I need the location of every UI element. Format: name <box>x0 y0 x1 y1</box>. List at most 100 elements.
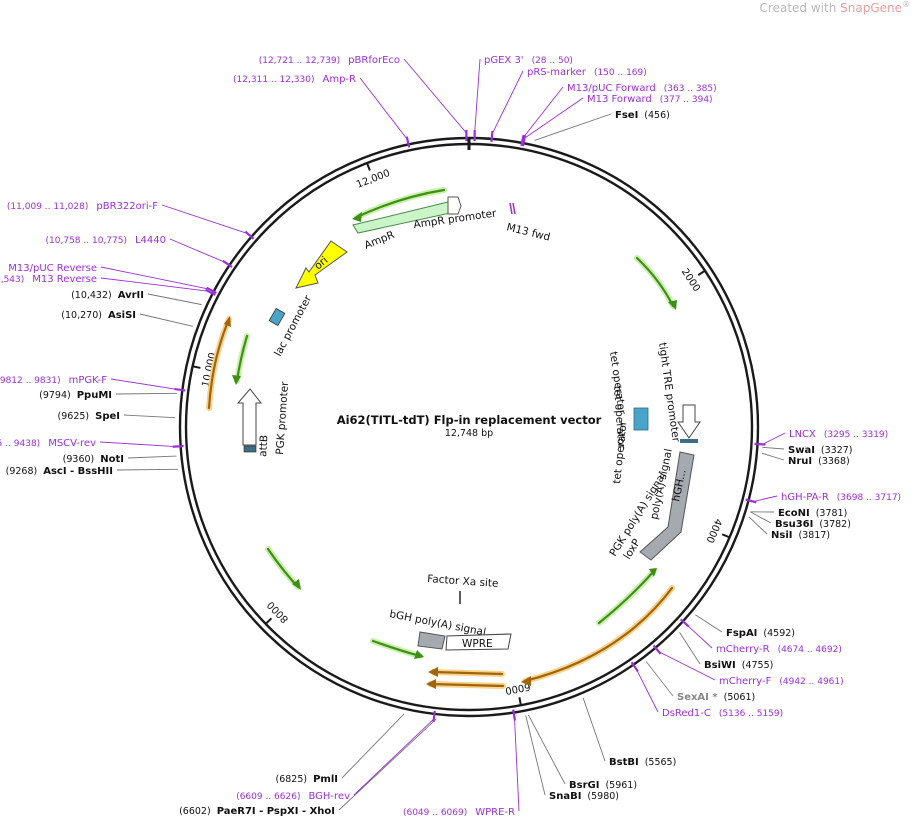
site-label[interactable]: SnaBI(5980) <box>549 791 619 802</box>
site-label[interactable]: FspAI(4592) <box>726 628 795 639</box>
primer-pos: (4942 .. 4961) <box>779 677 843 687</box>
primer-mark <box>679 618 690 628</box>
lac-promoter-feature[interactable] <box>268 307 286 327</box>
watermark-brand: SnapGene <box>840 1 902 15</box>
attb-feature[interactable] <box>243 445 257 453</box>
ori-feature[interactable] <box>295 240 348 289</box>
site-label[interactable]: (9268)AscI - BssHII <box>6 466 113 477</box>
m13-fwd-mark-1 <box>509 202 513 215</box>
primer-label[interactable]: hGH-PA-R(3698 .. 3717) <box>781 492 901 503</box>
primer-leader <box>522 86 564 139</box>
tight-tre-label: tight TRE promoter <box>656 342 682 444</box>
primer-label[interactable]: mCherry-F(4942 .. 4961) <box>719 676 844 687</box>
tet-operator-feature[interactable] <box>633 407 649 431</box>
site-label[interactable]: (10,432)AvrII <box>71 290 144 301</box>
site-pos: (5565) <box>645 757 677 768</box>
site-label[interactable]: (9625)SpeI <box>58 411 120 422</box>
primer-leader <box>161 204 248 234</box>
primer-mark <box>520 134 525 147</box>
site-pos: (4592) <box>763 628 795 639</box>
site-leader <box>582 697 606 762</box>
primer-pos: (3698 .. 3717) <box>837 493 901 503</box>
tre-cap-feature <box>680 439 698 443</box>
site-label[interactable]: FseI (456) <box>615 110 670 121</box>
primer-mark <box>754 442 766 446</box>
site-name: AsiSI <box>108 310 136 321</box>
primer-label[interactable]: DsRed1-C(5136 .. 5159) <box>662 708 783 719</box>
site-pos: (456) <box>644 110 670 121</box>
site-leader <box>762 446 785 450</box>
site-label[interactable]: (6602)PaeR7I - PspXI - XhoI <box>179 806 335 817</box>
site-label[interactable]: (6825)PmlI <box>276 774 339 785</box>
primer-label[interactable]: (9812 .. 9831)mPGK-F <box>0 375 107 386</box>
wpre-feature[interactable] <box>445 633 512 651</box>
tight-tre-promoter-feature[interactable] <box>677 404 701 439</box>
primer-name: mPGK-F <box>69 375 108 386</box>
pgk-promoter-feature[interactable] <box>236 388 263 446</box>
primer-name: M13 Forward <box>587 94 652 105</box>
site-name: FseI <box>615 110 638 121</box>
site-label[interactable]: BsrGI (5961) <box>569 780 637 791</box>
site-label[interactable]: (10,270)AsiSI <box>61 310 136 321</box>
site-label[interactable]: SexAI *(5061) <box>677 692 755 703</box>
primer-leader <box>753 495 778 502</box>
ampr-promoter-feature[interactable] <box>447 196 462 215</box>
site-name: SexAI * <box>677 692 718 703</box>
primer-label[interactable]: (6049 .. 6069)WPRE-R <box>403 807 515 818</box>
site-label[interactable]: SwaI(3327) <box>788 445 853 456</box>
site-label[interactable]: NruI(3368) <box>788 456 850 467</box>
bgh-polya-feature[interactable] <box>417 631 446 650</box>
primer-pos: (9415 .. 9438) <box>0 439 40 449</box>
primer-label[interactable]: pRS-marker(150 .. 169) <box>527 67 647 78</box>
orf-arrows <box>206 187 676 689</box>
primer-label[interactable]: M13 Forward(377 .. 394) <box>587 94 713 105</box>
primer-label[interactable]: M13/pUC Forward(363 .. 385) <box>567 83 717 94</box>
primer-label[interactable]: LNCX (3295 .. 3319) <box>789 429 888 440</box>
primer-name: BGH-rev <box>308 791 350 802</box>
site-name: BsrGI <box>569 780 599 791</box>
site-label[interactable]: EcoNI(3781) <box>778 508 847 519</box>
primer-name: pRS-marker <box>527 67 587 78</box>
primer-label[interactable]: pGEX 3'(28 .. 50) <box>484 55 573 66</box>
primer-label[interactable]: (9415 .. 9438)MSCV-rev <box>0 438 96 449</box>
primer-name: pGEX 3' <box>484 55 524 66</box>
primer-mark <box>630 661 639 672</box>
site-leader <box>679 632 701 665</box>
watermark-prefix: Created with <box>759 1 841 15</box>
site-label[interactable]: Bsu36I(3782) <box>775 519 851 530</box>
tet-operator-label-2: tet operator <box>611 385 627 450</box>
site-pos: (5961) <box>605 780 637 791</box>
hgh-feature[interactable] <box>639 451 695 561</box>
primer-leader <box>686 624 713 649</box>
site-leader <box>341 713 405 779</box>
primer-label[interactable]: (10,758 .. 10,775)L4440 <box>46 235 166 246</box>
site-pos: (9625) <box>58 411 90 422</box>
primer-leader <box>353 718 435 796</box>
site-pos: (10,432) <box>71 290 112 301</box>
primer-pos: (10,758 .. 10,775) <box>46 236 127 246</box>
primer-label[interactable]: (10,527 .. 10,543)M13 Reverse <box>0 274 97 285</box>
site-label[interactable]: BstBI(5565) <box>609 757 676 768</box>
primer-name: pBR322ori-F <box>96 201 158 212</box>
site-label[interactable]: (9794)PpuMI <box>39 390 112 401</box>
primer-label[interactable]: (12,311 .. 12,330)Amp-R <box>233 74 356 85</box>
tick-label: 12,000 <box>355 168 392 191</box>
site-name: NotI <box>100 454 124 465</box>
primer-pos: (4674 .. 4692) <box>778 645 842 655</box>
primer-label[interactable]: (10,540 .. 10,562)M13/pUC Reverse <box>0 263 97 274</box>
site-pos: (3782) <box>819 519 851 530</box>
site-label[interactable]: NsiI(3817) <box>771 530 830 541</box>
primer-name: LNCX <box>789 429 816 440</box>
site-leader <box>761 452 785 461</box>
site-label[interactable]: BsiWI(4755) <box>704 660 773 671</box>
primer-pos: (11,009 .. 11,028) <box>7 202 88 212</box>
primer-name: DsRed1-C <box>662 708 711 719</box>
primer-label[interactable]: (11,009 .. 11,028) pBR322ori-F <box>7 201 158 212</box>
site-name: PpuMI <box>77 390 112 401</box>
primer-leader <box>762 432 786 445</box>
primer-label[interactable]: (12,721 .. 12,739)pBRforEco <box>259 55 400 66</box>
primer-pos: (3295 .. 3319) <box>824 430 888 440</box>
primer-label[interactable]: mCherry-R(4674 .. 4692) <box>716 644 842 655</box>
primer-label[interactable]: (6609 .. 6626)BGH-rev <box>236 791 350 802</box>
site-label[interactable]: (9360)NotI <box>63 454 124 465</box>
